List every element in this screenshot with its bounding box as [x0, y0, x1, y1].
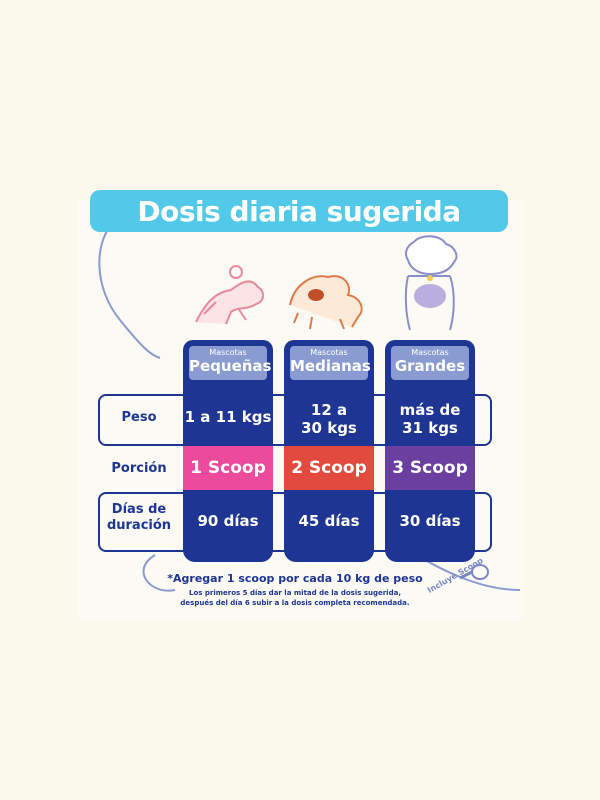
- cell-peso-large-line1: más de: [399, 401, 461, 419]
- cell-dias-medium: 45 días: [298, 512, 360, 530]
- cell-porcion-medium: 2 Scoop: [284, 446, 374, 490]
- column-header-medium-title: Medianas: [290, 357, 371, 375]
- column-header-large-caption: Mascotas: [411, 348, 449, 357]
- small-dog-icon: [195, 265, 264, 325]
- row-label-dias-line2: duración: [106, 518, 172, 533]
- row-label-dias: Días de duración: [100, 502, 178, 534]
- cell-peso-small: 1 a 11 kgs: [184, 408, 272, 426]
- column-header-medium-caption: Mascotas: [310, 348, 348, 357]
- medium-dog-icon: [289, 275, 363, 330]
- row-outline-dias: [98, 492, 492, 552]
- column-header-small: Mascotas Pequeñas: [189, 346, 272, 380]
- note-main: *Agregar 1 scoop por cada 10 kg de peso: [167, 572, 423, 585]
- note-sub: Los primeros 5 días dar la mitad de la d…: [140, 588, 450, 608]
- cell-dias-large: 30 días: [399, 512, 461, 530]
- row-label-porcion: Porción: [111, 461, 167, 476]
- row-label-dias-line1: Días de: [111, 502, 167, 517]
- large-dog-icon: [404, 235, 458, 331]
- cell-peso-large: más de 31 kgs: [385, 401, 475, 437]
- scoop-icon: [459, 564, 489, 580]
- note-sub-line1: Los primeros 5 días dar la mitad de la d…: [189, 589, 401, 597]
- row-outline-peso: [98, 394, 492, 446]
- page-title: Dosis diaria sugerida: [90, 190, 508, 232]
- cell-porcion-small: 1 Scoop: [183, 446, 273, 490]
- column-header-large: Mascotas Grandes: [391, 346, 469, 380]
- column-header-medium: Mascotas Medianas: [290, 346, 371, 380]
- note-sub-line2: después del día 6 subir a la dosis compl…: [180, 599, 410, 607]
- cell-peso-medium-line1: 12 a: [310, 401, 348, 419]
- column-header-small-caption: Mascotas: [209, 348, 247, 357]
- row-label-peso: Peso: [121, 410, 157, 425]
- cell-peso-medium: 12 a 30 kgs: [284, 401, 374, 437]
- cell-peso-medium-line2: 30 kgs: [301, 419, 357, 437]
- cell-peso-large-line2: 31 kgs: [402, 419, 458, 437]
- column-header-small-title: Pequeñas: [189, 357, 272, 375]
- cell-dias-small: 90 días: [197, 512, 259, 530]
- column-header-large-title: Grandes: [394, 357, 466, 375]
- cell-porcion-large: 3 Scoop: [385, 446, 475, 490]
